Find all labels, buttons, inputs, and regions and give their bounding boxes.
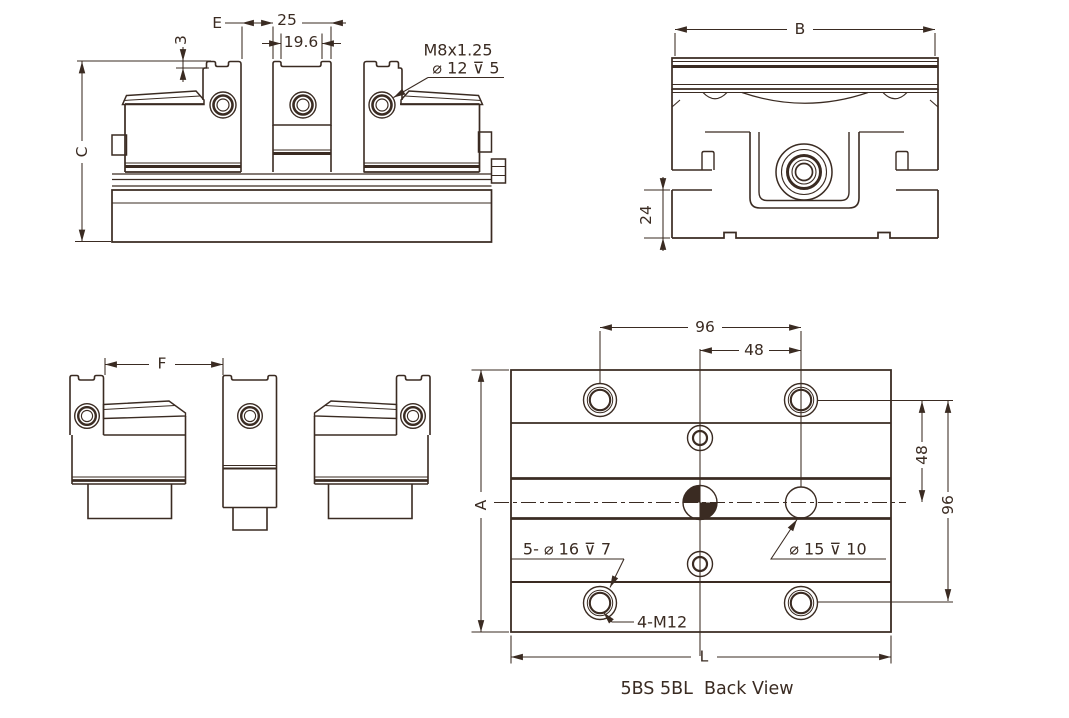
front-view-geometry [111,60,507,243]
jaw-foot [232,507,268,531]
counterbore-hole [582,585,618,621]
back-view-geometry [494,349,906,656]
thread-callout-label: M8x1.25 [423,41,492,60]
jaw-screw-hole [236,403,263,430]
left-jaw-plate [121,90,205,106]
center-datum-mark [682,484,718,521]
jaw-column [69,374,105,435]
base-walls [671,190,939,238]
scallop-arcs [702,91,908,104]
dim-l-label: L [700,648,709,666]
front-view: E 25 19.6 3 C M8x1.25 ⌀ 12 ⊽ 5 [73,11,507,243]
jaw-side-view [222,374,278,531]
dim-24-label: 24 [637,205,655,225]
slot-ears [701,150,909,170]
side-view: B 24 [637,20,939,251]
thread-callout-label: 4-M12 [637,613,687,632]
center-hole [686,424,714,452]
back-view: 96 48 48 96 A L 5- ⌀ 16 [471,318,957,699]
rail-lines [112,173,492,187]
dim-e-label: E [212,14,222,32]
dim-a-label: A [472,499,490,510]
right-jaw-plate [400,90,484,106]
center-block-sides [272,125,332,172]
center-block [272,60,332,126]
dim-c-label: C [73,147,91,158]
jaw-plate-strip-line [103,405,176,410]
top-plate-lines [672,61,938,85]
jaw-plate-strip [102,400,187,420]
base-bottom [672,231,938,239]
jaw-column [222,374,278,435]
dim-96-top-label: 96 [695,318,715,336]
back-plate [510,369,892,633]
counterbore-hole [783,585,819,621]
left-rail-stub [111,134,128,156]
screw-bearing [775,143,833,201]
right-rail-stub [477,131,493,153]
dim-25-label: 25 [277,11,297,29]
jaw-body [222,435,278,509]
body-walls [671,89,939,170]
jaw-screw-hole [368,91,396,119]
jaw-front-view [69,374,187,520]
counterbore-callout-label: 5- ⌀ 16 ⊽ 7 [523,540,611,559]
jaw-front-view-mirrored [313,374,432,520]
center-hole [686,550,714,578]
counterbore-hole [582,382,618,418]
left-jaw-gripper [202,60,242,172]
counterbore-callout-label: ⌀ 12 ⊽ 5 [432,59,499,78]
dim-19-6-label: 19.6 [284,33,319,51]
dim-3-label: 3 [172,35,190,45]
jaws-view-dimensions: F [104,355,224,375]
right-jaw-gripper [363,60,403,172]
dim-48-right-label: 48 [913,445,931,465]
lead-screw-hex-bolt [490,158,507,184]
side-view-geometry [671,57,939,239]
vise-base [111,189,493,243]
back-view-dimensions: 96 48 48 96 A L 5- ⌀ 16 [471,318,957,666]
jaw-screw-hole [209,91,237,119]
dim-b-label: B [795,20,806,38]
hole-callout-label: ⌀ 15 ⊽ 10 [789,540,866,559]
plain-hole [784,486,818,519]
jaw-screw-hole [289,91,317,119]
dim-48-top-label: 48 [744,341,764,359]
t-slot-channel [749,132,860,209]
jaw-body [71,416,187,485]
front-view-dimensions: E 25 19.6 3 C M8x1.25 ⌀ 12 ⊽ 5 [73,11,504,243]
jaw-foot [87,484,173,520]
joint-lines [672,169,938,191]
t-slot-tongue [758,132,850,202]
jaw-screw-hole [73,403,100,430]
dim-96-right-label: 96 [939,495,957,515]
dim-f-label: F [158,355,167,373]
side-view-dimensions: B 24 [637,20,936,251]
corner-chamfers [671,99,939,108]
jaws-view: F [69,355,432,531]
view-caption: 5BS 5BL Back View [620,679,793,699]
